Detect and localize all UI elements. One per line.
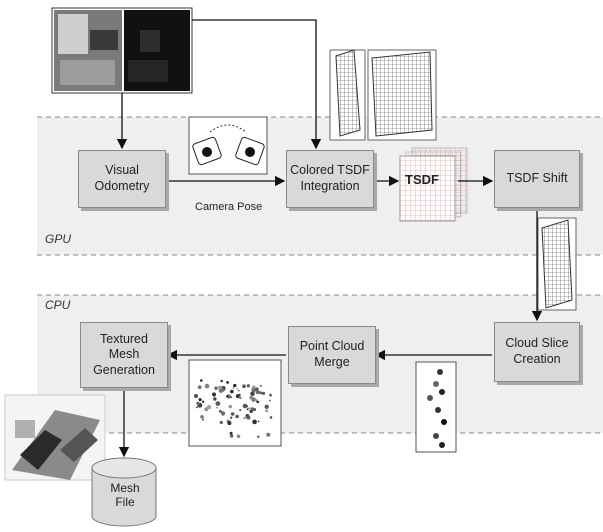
point-cloud-dot <box>257 435 260 438</box>
point-cloud-dot <box>243 416 246 420</box>
point-cloud-dot <box>252 400 254 402</box>
point-cloud-dot <box>198 398 202 402</box>
point-cloud-dot <box>251 387 256 393</box>
point-cloud-dot <box>214 386 218 390</box>
point-cloud-dot <box>199 405 202 408</box>
point-cloud-dot <box>235 414 239 419</box>
point-cloud-dot <box>196 406 198 409</box>
gpu-label: GPU <box>45 232 72 246</box>
point-cloud-image <box>188 359 282 447</box>
point-cloud-dot <box>264 404 269 409</box>
point-cloud-dot <box>206 405 212 410</box>
point-cloud-dot <box>252 408 257 412</box>
point-cloud-dot <box>261 391 266 395</box>
camera-pose-image <box>188 116 268 175</box>
point-cloud-dot <box>233 383 237 388</box>
point-cloud-dot <box>266 432 271 437</box>
voxel-volume-small <box>329 49 366 141</box>
point-cloud-dot <box>201 400 205 403</box>
arrow-input-to-tsdf <box>192 19 322 150</box>
textured-mesh-generation-label: Textured Mesh Generation <box>93 331 155 377</box>
point-cloud-dot <box>230 412 235 416</box>
point-cloud-dot <box>236 388 238 390</box>
point-cloud-dot <box>246 408 249 411</box>
point-cloud-dot <box>265 409 269 413</box>
point-cloud-dot <box>246 384 251 388</box>
tsdf-shift-box: TSDF Shift <box>494 150 580 208</box>
mesh-file-label: Mesh File <box>110 481 140 509</box>
cloud-slice-creation-label: Cloud Slice Creation <box>505 336 569 366</box>
point-cloud-dot <box>255 399 258 402</box>
point-cloud-dot <box>230 416 233 419</box>
point-cloud-dot <box>250 407 254 411</box>
point-cloud-dot <box>242 403 248 409</box>
point-cloud-dot <box>226 395 229 398</box>
colored-tsdf-integration-label: Colored TSDF Integration <box>290 163 370 193</box>
rgbd-input-image <box>51 7 193 94</box>
point-cloud-dot <box>216 406 218 409</box>
tsdf-shift-label: TSDF Shift <box>506 171 568 186</box>
point-cloud-dot <box>246 415 251 420</box>
point-cloud-dot <box>228 404 232 409</box>
voxel-volume-large <box>367 49 437 141</box>
point-cloud-dot <box>259 385 262 387</box>
textured-mesh-generation-box: Textured Mesh Generation <box>80 322 168 388</box>
colored-tsdf-integration-box: Colored TSDF Integration <box>286 150 374 208</box>
point-cloud-dot <box>248 407 251 410</box>
point-cloud-dot <box>213 397 217 401</box>
cloud-slice-creation-box: Cloud Slice Creation <box>494 322 580 382</box>
visual-odometry-box: Visual Odometry <box>78 150 166 208</box>
point-cloud-dot <box>211 392 217 397</box>
point-cloud-dot <box>217 385 222 390</box>
mesh-render-image <box>4 394 106 481</box>
point-cloud-dot <box>255 390 260 395</box>
cloud-slice-image <box>415 361 457 453</box>
tsdf-volume-label: TSDF <box>405 172 439 187</box>
camera-pose-label: Camera Pose <box>195 201 263 213</box>
mesh-file-cylinder <box>91 457 157 527</box>
point-cloud-merge-label: Point Cloud Merge <box>299 339 365 369</box>
point-cloud-dot <box>229 434 234 438</box>
point-cloud-dot <box>194 394 198 398</box>
point-cloud-dot <box>202 418 204 421</box>
point-cloud-dot <box>230 389 234 394</box>
point-cloud-dot <box>269 399 271 402</box>
cloud-slice-volume <box>537 217 577 311</box>
point-cloud-dot <box>230 396 233 399</box>
visual-odometry-label: Visual Odometry <box>94 163 150 193</box>
cpu-label: CPU <box>45 298 71 312</box>
point-cloud-dot <box>236 434 241 439</box>
point-cloud-dot <box>219 420 223 425</box>
point-cloud-dot <box>252 419 257 425</box>
point-cloud-dot <box>257 420 260 423</box>
point-cloud-dot <box>242 384 246 389</box>
point-cloud-dot <box>200 379 203 382</box>
point-cloud-dot <box>256 400 260 404</box>
point-cloud-dot <box>237 389 240 392</box>
point-cloud-dot <box>226 381 230 384</box>
point-cloud-dot <box>215 401 221 406</box>
point-cloud-dot <box>197 402 200 405</box>
tsdf-volume-icon <box>399 147 468 222</box>
point-cloud-dot <box>222 412 224 415</box>
point-cloud-dot <box>269 393 272 397</box>
point-cloud-dot <box>238 396 242 400</box>
point-cloud-dot <box>218 409 222 413</box>
point-cloud-dot <box>200 415 204 419</box>
point-cloud-dot <box>197 385 202 390</box>
point-cloud-dot <box>252 385 256 389</box>
point-cloud-dot <box>269 416 273 419</box>
point-cloud-merge-box: Point Cloud Merge <box>288 326 376 384</box>
point-cloud-dot <box>229 431 233 435</box>
point-cloud-dot <box>204 383 210 389</box>
point-cloud-dot <box>220 379 223 383</box>
point-cloud-dot <box>249 409 253 413</box>
point-cloud-dot <box>251 397 256 402</box>
point-cloud-dot <box>239 409 242 412</box>
point-cloud-dot <box>227 421 232 426</box>
point-cloud-dot <box>250 391 255 397</box>
point-cloud-dot <box>232 387 235 389</box>
point-cloud-dot <box>259 391 263 395</box>
